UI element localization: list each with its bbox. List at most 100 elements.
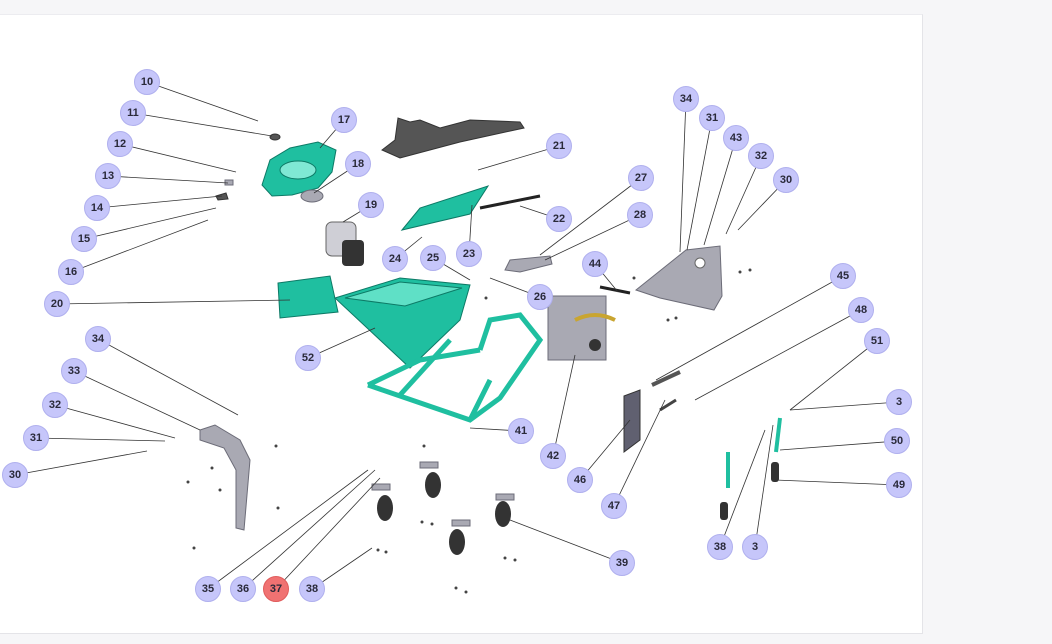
callout-27[interactable]: 27 <box>628 165 654 191</box>
callout-3[interactable]: 3 <box>886 389 912 415</box>
callout-26[interactable]: 26 <box>527 284 553 310</box>
plate-part[interactable] <box>400 185 490 231</box>
panel-46-part[interactable] <box>623 389 641 453</box>
callout-14[interactable]: 14 <box>84 195 110 221</box>
callout-circle[interactable] <box>58 259 84 285</box>
callout-18[interactable]: 18 <box>345 151 371 177</box>
callout-circle[interactable] <box>627 202 653 228</box>
callout-circle[interactable] <box>748 143 774 169</box>
callout-circle[interactable] <box>84 195 110 221</box>
callout-3[interactable]: 3 <box>742 534 768 560</box>
callout-circle[interactable] <box>195 576 221 602</box>
callout-circle[interactable] <box>107 131 133 157</box>
callout-30[interactable]: 30 <box>2 462 28 488</box>
callout-20[interactable]: 20 <box>44 291 70 317</box>
side-plate-right-part[interactable] <box>634 245 723 311</box>
callout-45[interactable]: 45 <box>830 263 856 289</box>
callout-circle[interactable] <box>85 326 111 352</box>
callout-23[interactable]: 23 <box>456 241 482 267</box>
callout-17[interactable]: 17 <box>331 107 357 133</box>
callout-31[interactable]: 31 <box>23 425 49 451</box>
pump-unit-part[interactable] <box>547 295 616 361</box>
callout-41[interactable]: 41 <box>508 418 534 444</box>
callout-19[interactable]: 19 <box>358 192 384 218</box>
callout-circle[interactable] <box>44 291 70 317</box>
callout-circle[interactable] <box>864 328 890 354</box>
callout-37[interactable]: 37 <box>263 576 289 602</box>
side-plate-left-part[interactable] <box>199 424 251 531</box>
hopper-part[interactable] <box>334 277 471 369</box>
callout-33[interactable]: 33 <box>61 358 87 384</box>
callout-circle[interactable] <box>601 493 627 519</box>
callout-circle[interactable] <box>299 576 325 602</box>
callout-47[interactable]: 47 <box>601 493 627 519</box>
callout-42[interactable]: 42 <box>540 443 566 469</box>
callout-39[interactable]: 39 <box>609 550 635 576</box>
callout-circle[interactable] <box>830 263 856 289</box>
callout-circle[interactable] <box>230 576 256 602</box>
callout-circle[interactable] <box>540 443 566 469</box>
callout-circle[interactable] <box>2 462 28 488</box>
callout-24[interactable]: 24 <box>382 246 408 272</box>
callout-51[interactable]: 51 <box>864 328 890 354</box>
callout-circle[interactable] <box>567 467 593 493</box>
callout-circle[interactable] <box>886 472 912 498</box>
callout-circle[interactable] <box>773 167 799 193</box>
callout-circle[interactable] <box>546 206 572 232</box>
callout-50[interactable]: 50 <box>884 428 910 454</box>
callout-35[interactable]: 35 <box>195 576 221 602</box>
callout-circle[interactable] <box>358 192 384 218</box>
blade-part[interactable] <box>381 117 525 159</box>
callout-38[interactable]: 38 <box>299 576 325 602</box>
callout-16[interactable]: 16 <box>58 259 84 285</box>
callout-circle[interactable] <box>23 425 49 451</box>
callout-circle[interactable] <box>42 392 68 418</box>
callout-circle[interactable] <box>609 550 635 576</box>
callout-circle[interactable] <box>848 297 874 323</box>
callout-32[interactable]: 32 <box>748 143 774 169</box>
callout-52[interactable]: 52 <box>295 345 321 371</box>
callout-30[interactable]: 30 <box>773 167 799 193</box>
callout-38[interactable]: 38 <box>707 534 733 560</box>
callout-13[interactable]: 13 <box>95 163 121 189</box>
callout-11[interactable]: 11 <box>120 100 146 126</box>
callout-circle[interactable] <box>382 246 408 272</box>
callout-circle[interactable] <box>742 534 768 560</box>
callout-circle[interactable] <box>263 576 289 602</box>
callout-circle[interactable] <box>345 151 371 177</box>
side-box-part[interactable] <box>277 275 339 319</box>
callout-circle[interactable] <box>884 428 910 454</box>
callout-48[interactable]: 48 <box>848 297 874 323</box>
callout-44[interactable]: 44 <box>582 251 608 277</box>
fan-impeller-part[interactable] <box>261 141 337 197</box>
callout-circle[interactable] <box>61 358 87 384</box>
disc-part[interactable] <box>300 189 324 203</box>
callout-22[interactable]: 22 <box>546 206 572 232</box>
callout-15[interactable]: 15 <box>71 226 97 252</box>
callout-circle[interactable] <box>886 389 912 415</box>
callout-46[interactable]: 46 <box>567 467 593 493</box>
callout-circle[interactable] <box>134 69 160 95</box>
callout-circle[interactable] <box>723 125 749 151</box>
callout-circle[interactable] <box>527 284 553 310</box>
callout-circle[interactable] <box>673 86 699 112</box>
callout-circle[interactable] <box>95 163 121 189</box>
callout-circle[interactable] <box>420 245 446 271</box>
callout-31[interactable]: 31 <box>699 105 725 131</box>
callout-circle[interactable] <box>582 251 608 277</box>
callout-21[interactable]: 21 <box>546 133 572 159</box>
callout-43[interactable]: 43 <box>723 125 749 151</box>
motor-part[interactable] <box>325 221 364 266</box>
callout-34[interactable]: 34 <box>85 326 111 352</box>
callout-circle[interactable] <box>699 105 725 131</box>
frame-part[interactable] <box>366 312 544 423</box>
callout-25[interactable]: 25 <box>420 245 446 271</box>
callout-circle[interactable] <box>628 165 654 191</box>
callout-32[interactable]: 32 <box>42 392 68 418</box>
callout-circle[interactable] <box>331 107 357 133</box>
callout-circle[interactable] <box>120 100 146 126</box>
callout-36[interactable]: 36 <box>230 576 256 602</box>
callout-circle[interactable] <box>546 133 572 159</box>
callout-28[interactable]: 28 <box>627 202 653 228</box>
callout-circle[interactable] <box>71 226 97 252</box>
